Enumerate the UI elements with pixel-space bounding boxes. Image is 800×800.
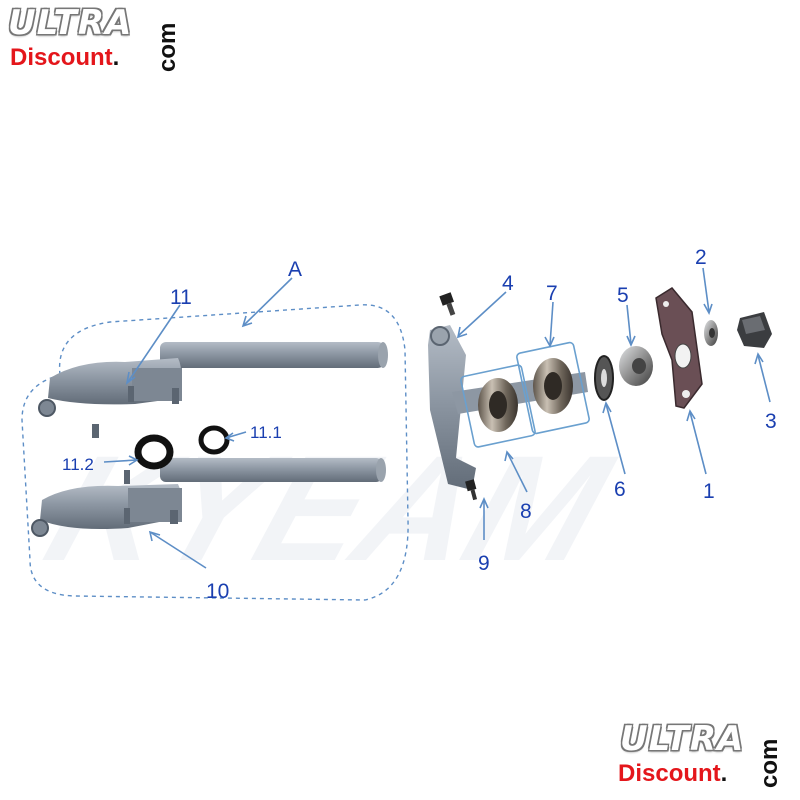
- washer-6: [594, 355, 614, 401]
- fork-leg-11: [38, 342, 388, 438]
- callout-11: 11: [170, 286, 192, 309]
- leader-11: [127, 304, 181, 383]
- cap-3: [737, 312, 772, 348]
- assembly-a-boundary: [21, 304, 409, 601]
- leader-4: [457, 291, 507, 337]
- logo-discount-text: Discount.: [618, 760, 728, 787]
- oring-11-2: [134, 434, 174, 470]
- leader-11-1: [225, 431, 247, 439]
- bearing-8: [460, 364, 536, 448]
- callout-7: 7: [546, 282, 558, 305]
- bearing-7: [516, 341, 590, 435]
- small-nut-2: [704, 320, 718, 346]
- oring-11-1: [198, 425, 230, 455]
- leader-a: [243, 277, 293, 326]
- lock-plate-1: [655, 287, 703, 409]
- leader-2: [702, 267, 710, 313]
- callout-11-1: 11.1: [250, 423, 282, 442]
- callout-9: 9: [478, 552, 490, 575]
- callout-a: A: [288, 258, 302, 281]
- leader-5: [626, 304, 632, 345]
- logo-com-text: com: [756, 738, 783, 788]
- leader-10: [149, 531, 207, 569]
- leader-11-2: [103, 459, 138, 463]
- logo-ultra-text: ULTRA: [620, 719, 745, 759]
- logo-ultra-text: ULTRA: [8, 3, 133, 43]
- leader-7: [549, 301, 554, 346]
- nut-5: [619, 346, 653, 386]
- leader-1: [689, 411, 707, 475]
- callout-8: 8: [520, 500, 532, 523]
- leader-6: [605, 403, 626, 475]
- fork-leg-10: [31, 458, 386, 537]
- callout-10: 10: [206, 580, 229, 603]
- logo-discount-text: Discount.: [10, 44, 120, 71]
- callout-3: 3: [765, 410, 777, 433]
- bolt-9: [465, 479, 478, 501]
- callout-6: 6: [614, 478, 626, 501]
- callout-11-2: 11.2: [62, 455, 94, 474]
- callout-4: 4: [502, 272, 514, 295]
- callout-1: 1: [703, 480, 715, 503]
- callout-5: 5: [617, 284, 629, 307]
- leader-3: [757, 354, 771, 403]
- leader-lines: [103, 267, 771, 569]
- leader-8: [506, 451, 528, 493]
- callout-2: 2: [695, 246, 707, 269]
